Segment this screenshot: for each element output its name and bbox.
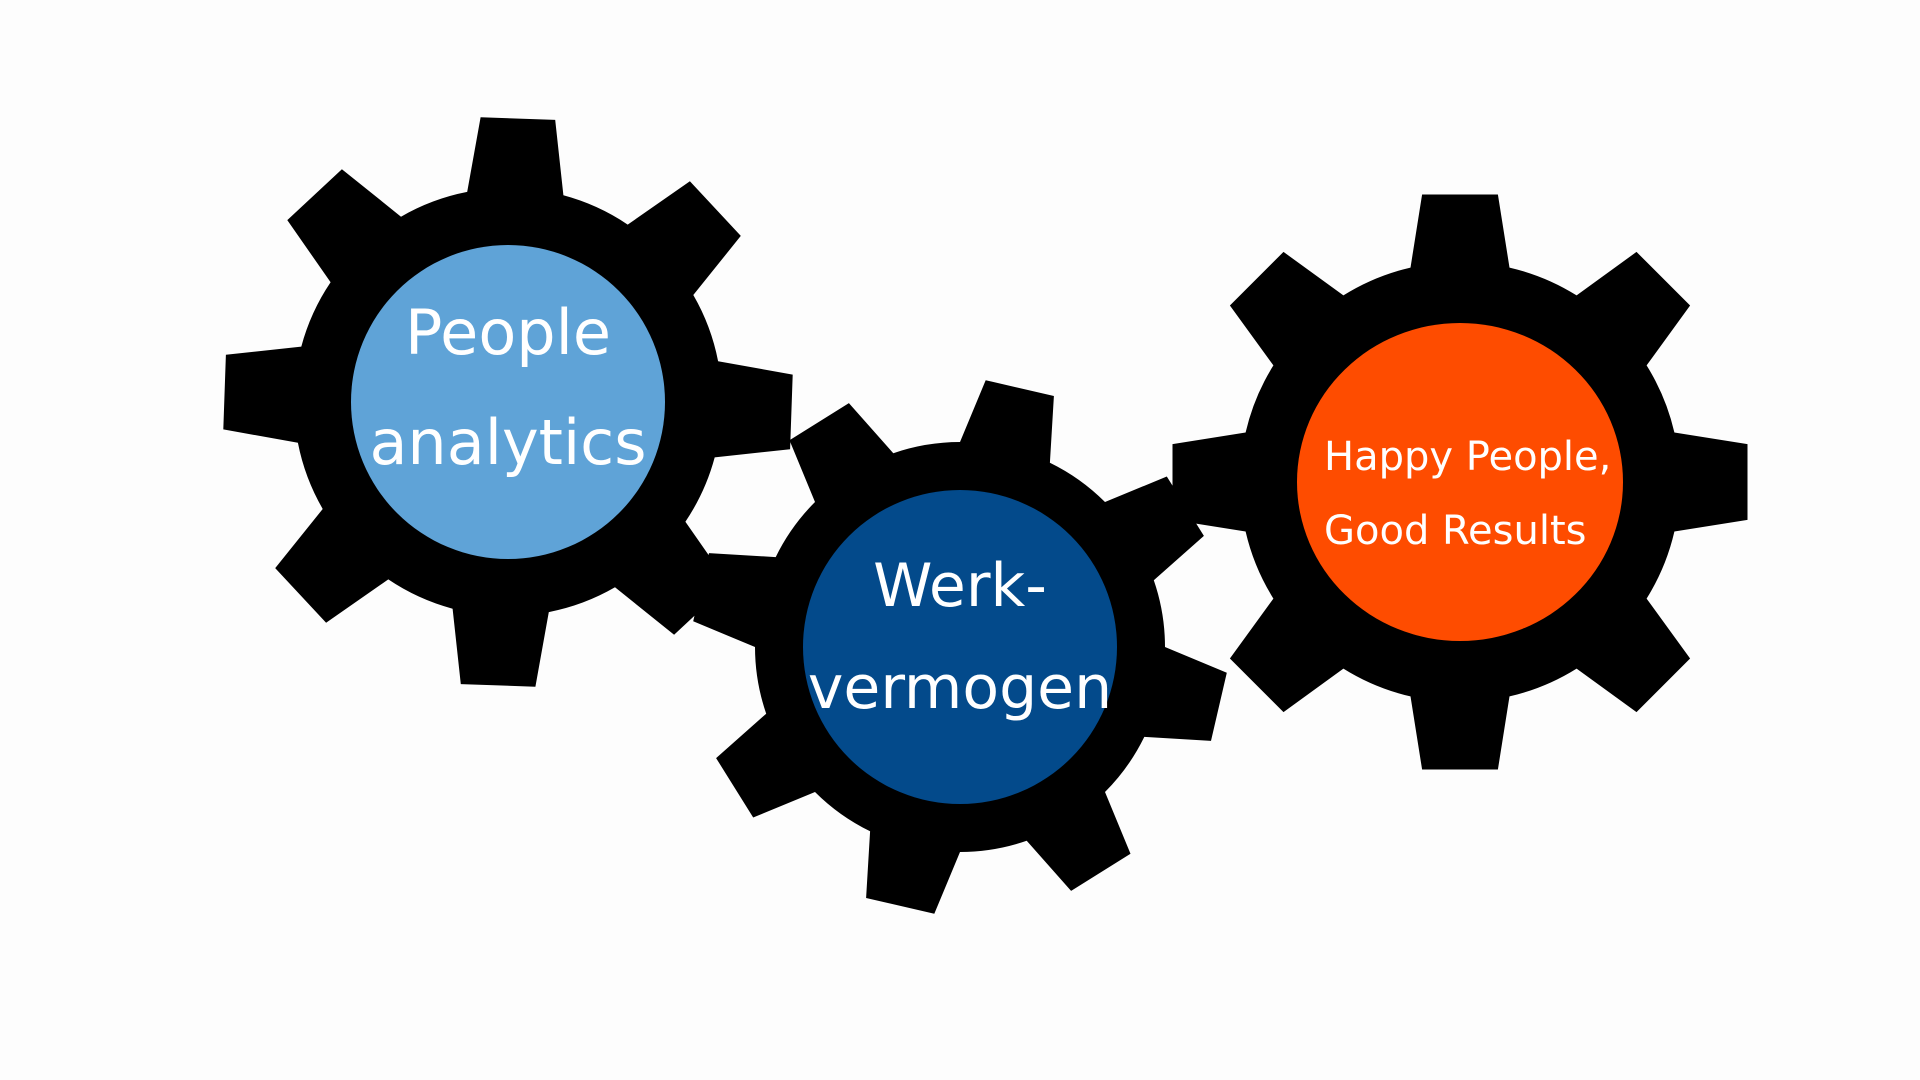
gear-label-line-1: Werk-: [873, 551, 1047, 621]
gear-label-line-2: analytics: [369, 406, 646, 479]
gear-label-line-1: People: [405, 296, 611, 369]
gear-hub-circle: [803, 490, 1117, 804]
gear-werkvermogen: Werk- vermogen: [693, 380, 1227, 914]
gear-happy-people: Happy People, Good Results: [1172, 194, 1748, 770]
gear-label-line-1: Happy People,: [1324, 434, 1611, 480]
gear-people-analytics: People analytics: [223, 117, 793, 687]
gear-hub-circle: [351, 245, 665, 559]
gear-label-line-2: vermogen: [808, 653, 1112, 723]
gear-hub-circle: [1297, 323, 1623, 641]
gear-label-line-2: Good Results: [1324, 508, 1586, 554]
